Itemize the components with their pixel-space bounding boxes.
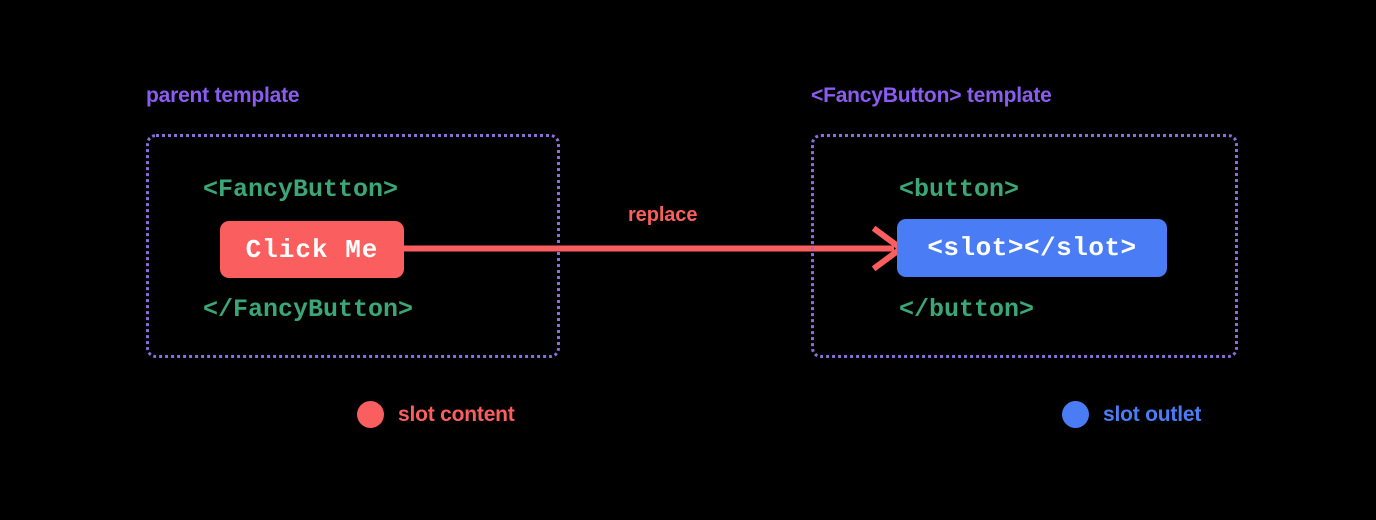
replace-arrow-label: replace bbox=[628, 204, 698, 226]
legend-label-slot-content: slot content bbox=[398, 402, 515, 426]
parent-template-heading: parent template bbox=[146, 84, 300, 107]
legend-dot-icon-slot-content bbox=[357, 401, 384, 428]
legend-item-slot-outlet: slot outlet bbox=[1062, 401, 1201, 428]
fancybutton-template-heading: <FancyButton> template bbox=[811, 84, 1052, 107]
fancybutton-template-panel bbox=[811, 134, 1238, 358]
slot-content-chip-label: Click Me bbox=[245, 234, 379, 265]
slot-outlet-chip-label: <slot></slot> bbox=[927, 233, 1137, 263]
code-open-tag-fancybutton: <FancyButton> bbox=[203, 175, 399, 204]
legend-dot-icon-slot-outlet bbox=[1062, 401, 1089, 428]
legend-item-slot-content: slot content bbox=[357, 401, 515, 428]
code-open-tag-button: <button> bbox=[899, 175, 1020, 204]
slot-outlet-chip[interactable]: <slot></slot> bbox=[897, 219, 1167, 277]
code-close-tag-fancybutton: </FancyButton> bbox=[203, 295, 414, 324]
slot-content-chip[interactable]: Click Me bbox=[220, 221, 404, 278]
code-close-tag-button: </button> bbox=[899, 295, 1035, 324]
legend-label-slot-outlet: slot outlet bbox=[1103, 402, 1202, 426]
